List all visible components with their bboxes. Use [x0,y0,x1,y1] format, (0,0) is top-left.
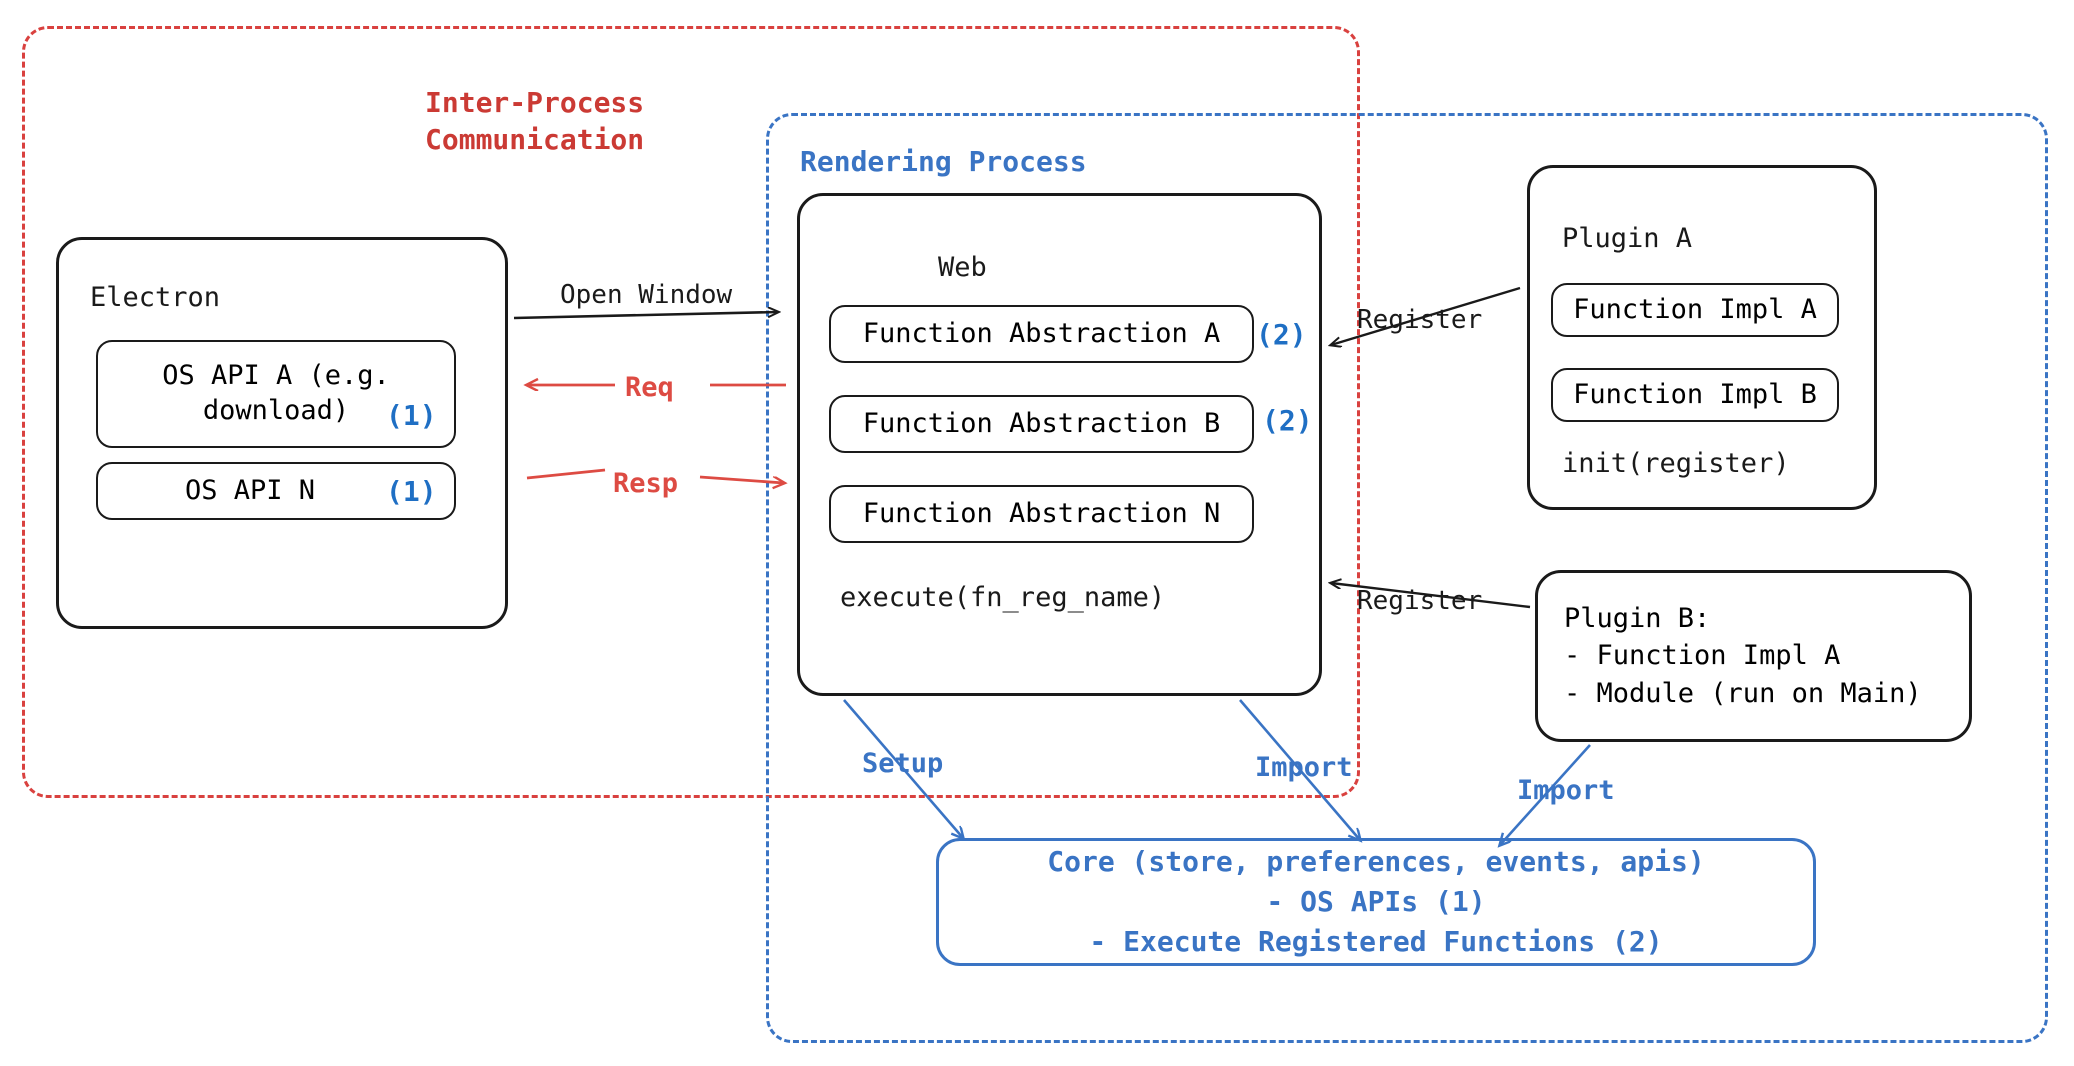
function-impl-b-box[interactable]: Function Impl B [1551,368,1839,422]
os-api-n-label: OS API N [184,474,316,506]
req-label: Req [625,372,674,403]
function-abstraction-b-marker: (2) [1262,404,1313,437]
os-api-n-marker: (1) [386,475,437,508]
function-impl-a-label: Function Impl A [1573,293,1817,325]
electron-title: Electron [90,282,221,313]
rendering-process-title: Rendering Process [800,145,1087,178]
import-plugin-label: Import [1517,775,1615,806]
plugin-a-title: Plugin A [1562,223,1693,254]
core-line-2: - OS APIs (1) [1266,885,1486,919]
function-abstraction-a-marker: (2) [1256,318,1307,351]
core-box[interactable]: Core (store, preferences, events, apis) … [936,838,1816,966]
ipc-title: Inter-Process Communication [425,86,645,157]
plugin-a-init-label: init(register) [1562,448,1790,479]
rendering-process-boundary [766,113,2048,1043]
plugin-a-box [1527,165,1877,510]
resp-label: Resp [613,468,679,499]
function-abstraction-n-label: Function Abstraction N [862,497,1221,529]
web-box [797,193,1322,696]
function-abstraction-b-box[interactable]: Function Abstraction B [829,395,1254,453]
function-abstraction-a-box[interactable]: Function Abstraction A [829,305,1254,363]
function-impl-b-label: Function Impl B [1573,378,1817,410]
open-window-label: Open Window [560,280,733,310]
import-web-label: Import [1255,752,1353,783]
function-abstraction-n-box[interactable]: Function Abstraction N [829,485,1254,543]
core-line-1: Core (store, preferences, events, apis) [1047,845,1705,879]
electron-box [56,237,508,629]
function-abstraction-a-label: Function Abstraction A [862,317,1221,349]
web-title: Web [938,252,987,283]
os-api-a-label: OS API A (e.g. download) [162,360,390,426]
register-plugin-b-label: Register [1357,586,1483,616]
setup-label: Setup [862,748,944,779]
core-line-3: - Execute Registered Functions (2) [1089,924,1663,958]
os-api-a-box[interactable]: OS API A (e.g. download) [96,340,456,448]
web-execute-label: execute(fn_reg_name) [840,582,1166,613]
os-api-n-box[interactable]: OS API N [96,462,456,520]
function-abstraction-b-label: Function Abstraction B [862,407,1221,439]
plugin-b-box: Plugin B: - Function Impl A - Module (ru… [1535,570,1972,742]
plugin-b-text: Plugin B: - Function Impl A - Module (ru… [1564,603,1922,709]
function-impl-a-box[interactable]: Function Impl A [1551,283,1839,337]
os-api-a-marker: (1) [386,399,437,432]
register-plugin-a-label: Register [1357,305,1483,335]
ipc-boundary [22,26,1360,798]
